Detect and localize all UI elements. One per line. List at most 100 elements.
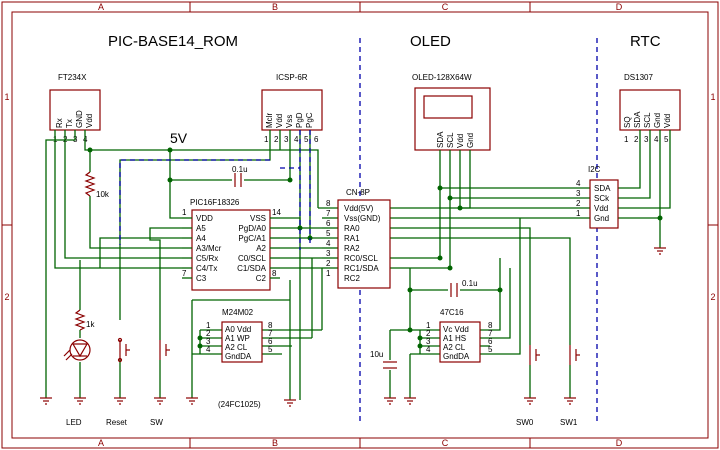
ground-led [74, 397, 86, 405]
eeprom1-right-6: 6 [268, 337, 273, 346]
cap2-value: 0.1u [462, 279, 478, 288]
ds1307-num-3: 3 [644, 135, 649, 144]
res1-value: 10k [96, 190, 110, 199]
frame-row-1-left: 1 [4, 92, 9, 102]
pic16f18326: PIC16F18326 VDD A5 A4 A3/Mcr C5/Rx C4/Tx… [182, 198, 281, 291]
switch-sw1 [569, 345, 580, 365]
eeprom2-row-4: GndDA [443, 352, 470, 361]
pic-pin-8: 8 [272, 269, 277, 278]
connector-pin-vss: Vss(GND) [344, 214, 381, 223]
ground-rtc [654, 247, 666, 255]
eeprom1-right-7: 7 [268, 329, 273, 338]
ground-sw [154, 397, 166, 405]
oled-name: OLED-128X64W [412, 73, 472, 82]
icsp-name: ICSP-6R [276, 73, 308, 82]
label-reset: Reset [106, 418, 128, 427]
ds1307-num-5: 5 [664, 135, 669, 144]
icsp-pin-pgc: PgC [305, 112, 314, 128]
pic-right-pgd: PgD/A0 [238, 224, 266, 233]
connector-num-1: 1 [326, 269, 331, 278]
cn8p-connector: CN-8P Vdd(5V) Vss(GND) RA0 RA1 RA2 RC0/S… [326, 188, 391, 289]
icsp-num-6: 6 [314, 135, 319, 144]
eeprom1-name: M24M02 [222, 308, 254, 317]
res2-value: 1k [86, 320, 95, 329]
connector-pin-ra1: RA1 [344, 234, 360, 243]
eeprom1-alt: (24FC1025) [218, 400, 261, 409]
capacitor-c2: 0.1u [450, 279, 478, 297]
pic-right-pgc: PgC/A1 [238, 234, 266, 243]
ds1307-name: DS1307 [624, 73, 653, 82]
connector-pin-rc1: RC1/SDA [344, 264, 379, 273]
eeprom2-row-3: A2 CL [443, 343, 466, 352]
connector-pin-rc0: RC0/SCL [344, 254, 378, 263]
pic-left-c4: C4/Tx [196, 264, 217, 273]
eeprom1-row-4: GndDA [225, 352, 252, 361]
ft234x-name: FT234X [58, 73, 87, 82]
i2c-num-3: 3 [576, 189, 581, 198]
pic-right-c1: C1/SDA [237, 264, 267, 273]
eeprom1-row-3: A2 CL [225, 343, 248, 352]
frame-col-a-bottom: A [98, 438, 104, 448]
pic-left-c5: C5/Rx [196, 254, 218, 263]
junction-dots [87, 147, 663, 349]
ground-sw0 [524, 397, 536, 405]
connector-num-2: 2 [326, 259, 331, 268]
icsp-num-3: 3 [284, 135, 289, 144]
ft234x-pin-gnd: GND [75, 110, 84, 128]
i2c-num-2: 2 [576, 199, 581, 208]
eeprom2-right-8: 8 [488, 321, 493, 330]
eeprom2-name: 47C16 [440, 308, 464, 317]
eeprom2-right-6: 6 [488, 337, 493, 346]
i2c-pin-gnd: Gnd [594, 214, 609, 223]
pic-name: PIC16F18326 [190, 198, 240, 207]
pic-left-a4: A4 [196, 234, 206, 243]
capacitor-c3: 10u [370, 350, 397, 369]
icsp-pin-mclr: Mclr [265, 113, 274, 128]
ft234x-pin-rx: Rx [55, 118, 64, 128]
supply-label-5v: 5V [170, 130, 188, 146]
pic-right-vss: VSS [250, 214, 266, 223]
eeprom2-right-7: 7 [488, 329, 493, 338]
icsp-num-4: 4 [294, 135, 299, 144]
cap1-value: 0.1u [232, 165, 248, 174]
eeprom-47c16: 47C16 Vc Vdd A1 HS A2 CL GndDA 1 2 3 4 8… [426, 308, 493, 363]
frame-col-c-bottom: C [442, 438, 449, 448]
ground-eeprom2 [404, 397, 416, 405]
connector-num-7: 7 [326, 209, 331, 218]
eeprom2-row-1: Vc Vdd [443, 325, 469, 334]
frame-row-2-right: 2 [710, 292, 715, 302]
eeprom2-left-4: 4 [426, 345, 431, 354]
ds1307-num-1: 1 [624, 135, 629, 144]
eeprom1-left-1: 1 [206, 321, 211, 330]
label-sw0: SW0 [516, 418, 534, 427]
ft234x-pin-tx: Tx [65, 119, 74, 128]
oled-module: OLED-128X64W SDA SCL Vdd Gnd [412, 73, 491, 151]
eeprom2-left-2: 2 [426, 329, 431, 338]
eeprom1-right-8: 8 [268, 321, 273, 330]
ground-eeprom1 [186, 397, 198, 405]
eeprom1-left-4: 4 [206, 345, 211, 354]
frame-col-a-top: A [98, 2, 104, 12]
ds1307-pin-gnd: Gnd [653, 113, 662, 128]
ground-sw1 [564, 397, 576, 405]
connector-pin-ra2: RA2 [344, 244, 360, 253]
icsp-pin-pgd: PgD [295, 112, 304, 128]
ds1307-pin-vdd: Vdd [663, 114, 672, 128]
label-sw1: SW1 [560, 418, 578, 427]
connector-name: CN-8P [346, 188, 370, 197]
frame-col-c-top: C [442, 2, 449, 12]
ground-symbols [40, 247, 666, 407]
ds1307-pin-sq: SQ [623, 116, 632, 128]
ds1307-pin-sda: SDA [633, 111, 642, 128]
ds1307-num-4: 4 [654, 135, 659, 144]
ds1307-header: DS1307 SQ SDA SCL Gnd Vdd 1 2 3 4 5 [619, 73, 681, 144]
i2c-pin-sda: SDA [594, 184, 611, 193]
eeprom2-row-2: A1 HS [443, 334, 466, 343]
icsp-pin-vdd: Vdd [275, 114, 284, 128]
resistor-10k: 10k [84, 171, 110, 199]
connector-num-6: 6 [326, 219, 331, 228]
pic-right-a2: A2 [256, 244, 266, 253]
oled-pin-scl: SCL [446, 132, 455, 148]
